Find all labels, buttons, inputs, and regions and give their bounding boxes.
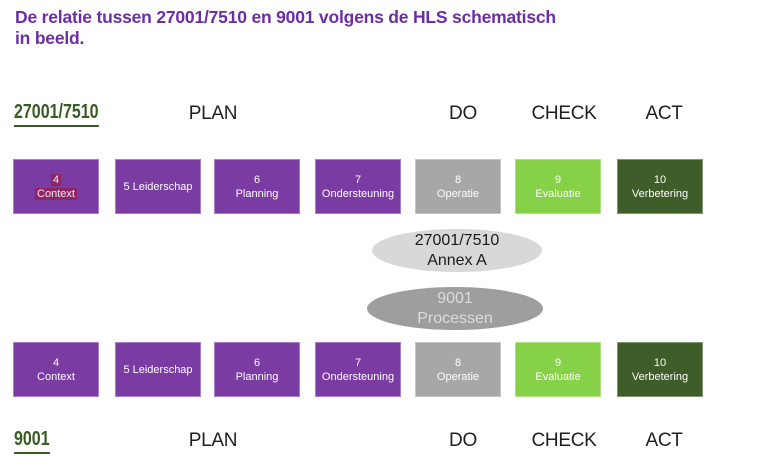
phase-label-plan-top: PLAN [188, 103, 238, 124]
hls-box-operatie-bottom: 8 Operatie [415, 342, 501, 397]
selected-text: Context [35, 187, 77, 200]
annex-a-ellipse: 27001/7510 Annex A [372, 229, 542, 272]
hls-box-ondersteuning-bottom: 7 Ondersteuning [315, 342, 401, 397]
hls-box-context-bottom: 4 Context [13, 342, 99, 397]
standard-label-27001-7510: 27001/7510 [14, 101, 99, 127]
phase-label-act-top: ACT [645, 103, 683, 124]
standard-label-9001-text: 9001 [14, 428, 50, 454]
phase-label-act-bottom: ACT [645, 430, 683, 451]
hls-box-context-top: 4 Context [13, 159, 99, 214]
processen-ellipse-line1: 9001 [437, 289, 473, 307]
hls-box-evaluatie-top: 9 Evaluatie [515, 159, 601, 214]
hls-box-verbetering-top: 10 Verbetering [617, 159, 703, 214]
standard-label-9001: 9001 [14, 428, 50, 454]
phase-label-do-bottom: DO [449, 430, 477, 451]
hls-box-verbetering-bottom: 10 Verbetering [617, 342, 703, 397]
phase-label-plan-bottom: PLAN [188, 430, 238, 451]
annex-a-ellipse-line2: Annex A [427, 251, 487, 269]
hls-box-planning-top: 6 Planning [214, 159, 300, 214]
standard-label-27001-7510-text: 27001/7510 [14, 101, 99, 127]
processen-ellipse: 9001 Processen [367, 287, 543, 330]
selected-text: 4 [50, 173, 62, 186]
hls-box-evaluatie-bottom: 9 Evaluatie [515, 342, 601, 397]
annex-a-ellipse-line1: 27001/7510 [414, 231, 500, 249]
hls-box-ondersteuning-top: 7 Ondersteuning [315, 159, 401, 214]
phase-label-do-top: DO [449, 103, 477, 124]
processen-ellipse-line2: Processen [417, 309, 493, 327]
hls-box-planning-bottom: 6 Planning [214, 342, 300, 397]
hls-box-leiderschap-bottom: 5 Leiderschap [115, 342, 201, 397]
hls-box-leiderschap-top: 5 Leiderschap [115, 159, 201, 214]
slide-title: De relatie tussen 27001/7510 en 9001 vol… [15, 7, 556, 48]
phase-label-check-bottom: CHECK [531, 430, 597, 451]
hls-box-operatie-top: 8 Operatie [415, 159, 501, 214]
phase-label-check-top: CHECK [531, 103, 597, 124]
